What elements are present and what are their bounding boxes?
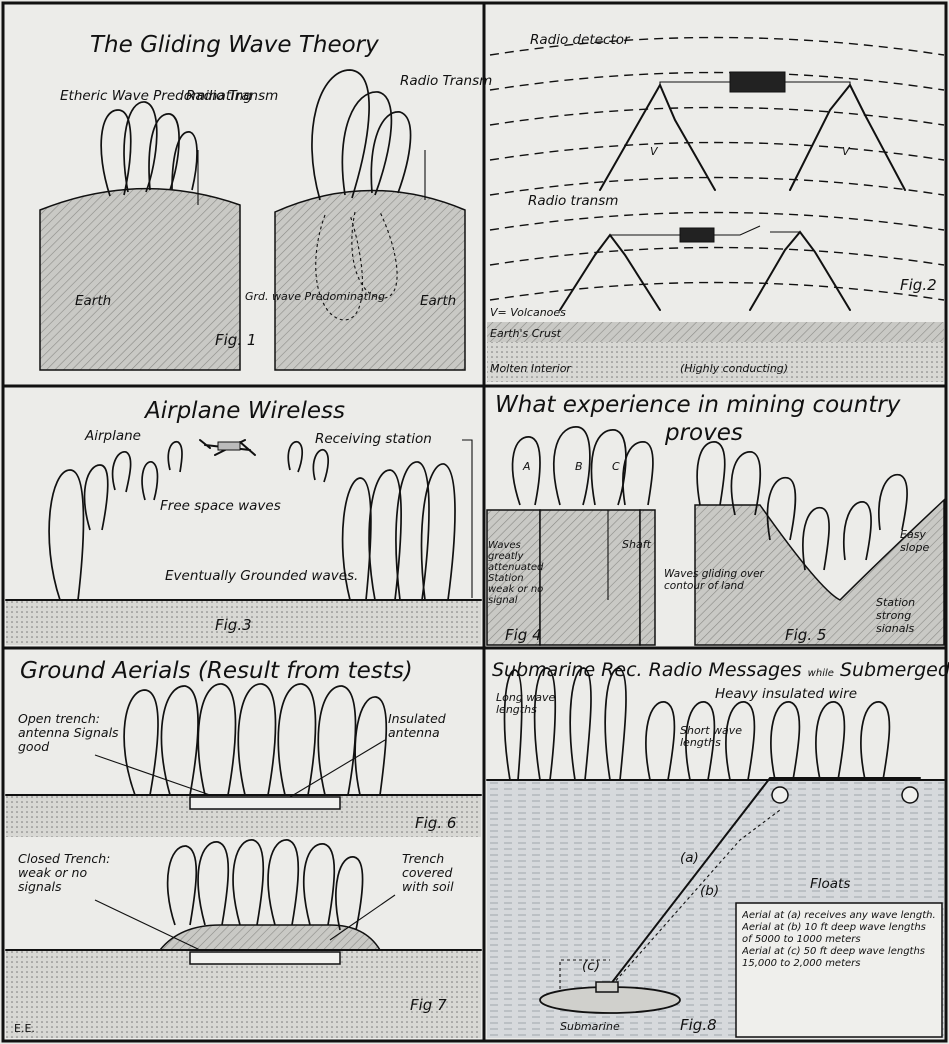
label-highly-conducting: (Highly conducting): [680, 362, 788, 375]
label-short-wave: Short wave lengths: [680, 725, 750, 749]
panel-4-title-line2: proves: [664, 420, 743, 446]
fig-3-caption: Fig.3: [215, 616, 252, 634]
label-covered-wrap: Trench covered with soil: [402, 852, 480, 912]
legend-line-3: Aerial at (c) 50 ft deep wave lengths 15…: [742, 946, 938, 970]
label-free-space-waves: Free space waves: [160, 498, 281, 514]
panel-4-title-line1: What experience in mining country: [495, 392, 901, 418]
fig-2-caption: Fig.2: [900, 276, 937, 294]
fig-6-caption: Fig. 6: [415, 814, 456, 832]
float-2: [902, 787, 918, 803]
earth-block-2: [540, 510, 640, 645]
label-short-wrap: Short wave lengths: [680, 725, 750, 761]
fig-5-caption: Fig. 5: [785, 626, 826, 644]
label-receiving-station: Receiving station: [315, 431, 432, 447]
label-volcanoes: V= Volcanoes: [490, 306, 566, 319]
label-c: C: [612, 460, 620, 473]
label-gliding: Waves gliding over contour of land: [664, 568, 774, 592]
label-airplane: Airplane: [84, 428, 141, 444]
float-1: [772, 787, 788, 803]
label-earth-crust: Earth's Crust: [490, 327, 562, 340]
label-closed-wrap: Closed Trench: weak or no signals: [18, 852, 128, 908]
label-open-trench: Open trench: antenna Signals good: [18, 712, 138, 754]
label-earth-a: Earth: [75, 293, 111, 309]
fig-8-caption: Fig.8: [680, 1016, 717, 1034]
label-closed-trench: Closed Trench: weak or no signals: [18, 852, 128, 894]
label-heavy-wire: Heavy insulated wire: [715, 686, 857, 702]
closed-trench-antenna: [190, 952, 340, 964]
earth-hill-right: [275, 190, 465, 370]
label-grd-wave: Grd. wave Predominating: [245, 290, 385, 303]
label-shaft: Shaft: [622, 538, 652, 551]
label-aerial-b: (b): [700, 883, 719, 899]
open-trench-antenna: [190, 797, 340, 809]
corner-mark: E.E.: [14, 1022, 35, 1035]
label-open-wrap: Open trench: antenna Signals good: [18, 712, 138, 768]
legend-line-1: Aerial at (a) receives any wave length.: [742, 910, 938, 922]
panel-1-title: The Gliding Wave Theory: [90, 32, 379, 58]
label-grounded-waves: Eventually Grounded waves.: [165, 568, 358, 584]
label-insulated-wrap: Insulated antenna: [388, 712, 480, 752]
panel-6-title: Ground Aerials (Result from tests): [20, 658, 413, 684]
label-strong-signals: Station strong signals: [876, 596, 944, 632]
earth-hill-left: [40, 189, 240, 370]
label-molten-interior: Molten Interior: [490, 362, 572, 375]
label-attenuated: Waves greatly attenuated Station weak or…: [488, 540, 552, 606]
panel-8-title: Submarine Rec. Radio Messages while Subm…: [492, 659, 949, 681]
label-strong-wrap: Station strong signals: [876, 596, 944, 632]
panel-3-title: Airplane Wireless: [143, 398, 345, 424]
label-b: B: [575, 460, 583, 473]
label-aerial-a: (a): [680, 850, 699, 866]
fig-1-caption: Fig. 1: [215, 331, 256, 349]
label-a: A: [522, 460, 531, 473]
label-long-wave: Long wave lengths: [496, 692, 556, 716]
label-easy-slope: Easy slope: [900, 528, 944, 554]
fig-4-caption: Fig 4: [505, 626, 542, 644]
label-insulated-antenna: Insulated antenna: [388, 712, 480, 740]
label-trench-covered: Trench covered with soil: [402, 852, 480, 894]
label-aerial-c: (c): [582, 958, 600, 974]
label-radio-transm: Radio transm: [528, 193, 618, 209]
label-easy-wrap: Easy slope: [900, 528, 944, 564]
earth-shaft-wall: [640, 510, 655, 645]
legend-line-2: Aerial at (b) 10 ft deep wave lengths of…: [742, 922, 938, 946]
label-gliding-wrap: Waves gliding over contour of land: [664, 568, 774, 608]
legend-text-wrap: Aerial at (a) receives any wave length. …: [742, 910, 938, 1034]
label-long-wrap: Long wave lengths: [496, 692, 556, 748]
fig-7-caption: Fig 7: [410, 996, 447, 1014]
label-submarine: Submarine: [560, 1020, 620, 1033]
label-radio-transm-a: Radio Transm: [186, 88, 278, 104]
label-attenuated-wrap: Waves greatly attenuated Station weak or…: [488, 540, 552, 610]
radio-transm-box: [680, 228, 714, 242]
label-radio-detector: Radio detector: [530, 32, 631, 48]
label-floats: Floats: [810, 876, 850, 892]
label-radio-transm-b: Radio Transm: [400, 73, 492, 89]
label-earth-b: Earth: [420, 293, 456, 309]
radio-detector-box: [730, 72, 785, 92]
